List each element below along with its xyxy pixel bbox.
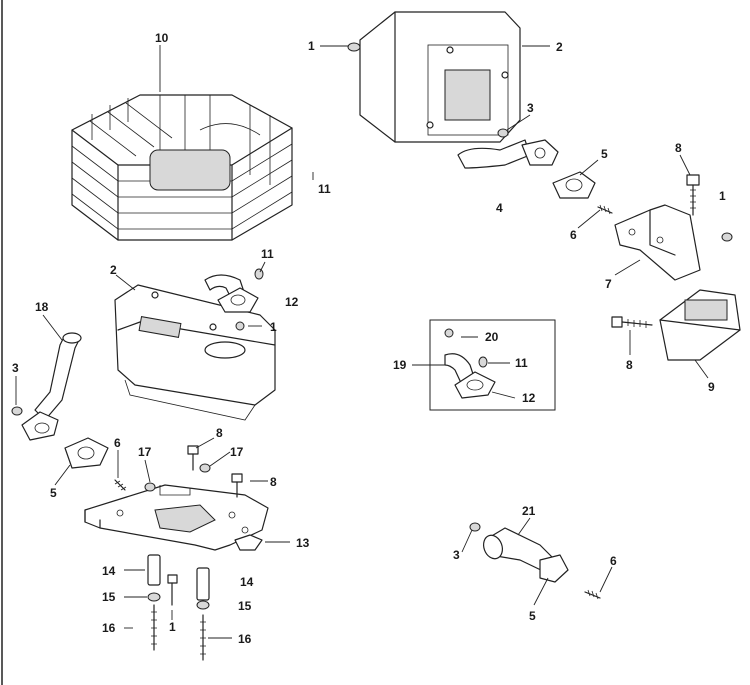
label-16-a: 16 [102,621,116,635]
bolt-mid [611,316,653,328]
label-19: 19 [393,358,407,372]
label-17-b: 17 [230,445,244,459]
label-8-low-a: 8 [216,426,223,440]
label-1-left: 1 [270,320,277,334]
nut-17-a [144,482,156,492]
label-5-bottom: 5 [529,609,536,623]
label-8-mid: 8 [626,358,633,372]
nut-top [347,42,361,52]
bolt-lower-b [231,473,243,498]
label-5-mid: 5 [601,147,608,161]
callout-labels: 10 1 2 3 11 5 4 8 1 6 7 11 2 12 1 18 20 … [12,31,726,646]
leader-lines [15,45,709,639]
gasket-left [64,437,109,469]
label-15-b: 15 [238,599,252,613]
elbow-left [204,268,264,331]
label-18: 18 [35,300,49,314]
spacer-a [147,554,161,651]
kit-elbow [444,328,496,399]
heat-shield-right [659,289,741,361]
label-12-left: 12 [285,295,299,309]
label-3-left: 3 [12,361,19,375]
mounting-bracket [614,204,701,281]
exhaust-pipe-left [34,332,82,421]
base-plate [84,484,269,551]
label-15-a: 15 [102,590,116,604]
nut-right [721,232,733,242]
label-17-a: 17 [138,445,152,459]
label-1-bottom: 1 [169,620,176,634]
label-8-low-b: 8 [270,475,277,489]
label-21: 21 [522,504,536,518]
label-11-cage: 11 [318,182,331,196]
label-1-right: 1 [719,189,726,203]
nut-17-b [199,463,211,473]
label-1-top: 1 [308,39,315,53]
muffler-top [359,11,521,143]
pipe-flange-left [21,411,59,441]
bolt-lower-a [187,445,199,471]
label-6-mid: 6 [570,228,577,242]
label-20: 20 [485,330,499,344]
spacer-b [196,567,210,661]
label-7: 7 [605,277,612,291]
label-10: 10 [155,31,169,45]
label-9: 9 [708,380,715,394]
bolt-top-right [686,174,700,216]
nut-3-bottom [469,522,481,532]
label-6-bottom: 6 [610,554,617,568]
label-14-b: 14 [240,575,254,589]
muffler-left [114,284,276,421]
label-11-box: 11 [515,356,528,370]
nut-3-top [497,128,509,138]
elbow-bottom-right [482,527,569,583]
label-14-a: 14 [102,564,116,578]
label-13: 13 [296,536,310,550]
label-12-box: 12 [522,391,536,405]
bolt-1-bottom [167,574,178,606]
nut-3-left [11,406,23,416]
label-3-bottom: 3 [453,548,460,562]
label-6-left: 6 [114,436,121,450]
label-4: 4 [496,201,503,215]
exhaust-elbow-pipe [457,139,559,169]
label-3-top: 3 [527,101,534,115]
label-2-left: 2 [110,263,117,277]
wire-guard-cage [71,94,293,241]
label-16-b: 16 [238,632,252,646]
gasket-mid [552,171,596,199]
label-2-top: 2 [556,40,563,54]
label-11-left: 11 [261,247,274,261]
label-5-left: 5 [50,486,57,500]
label-8-top: 8 [675,141,682,155]
